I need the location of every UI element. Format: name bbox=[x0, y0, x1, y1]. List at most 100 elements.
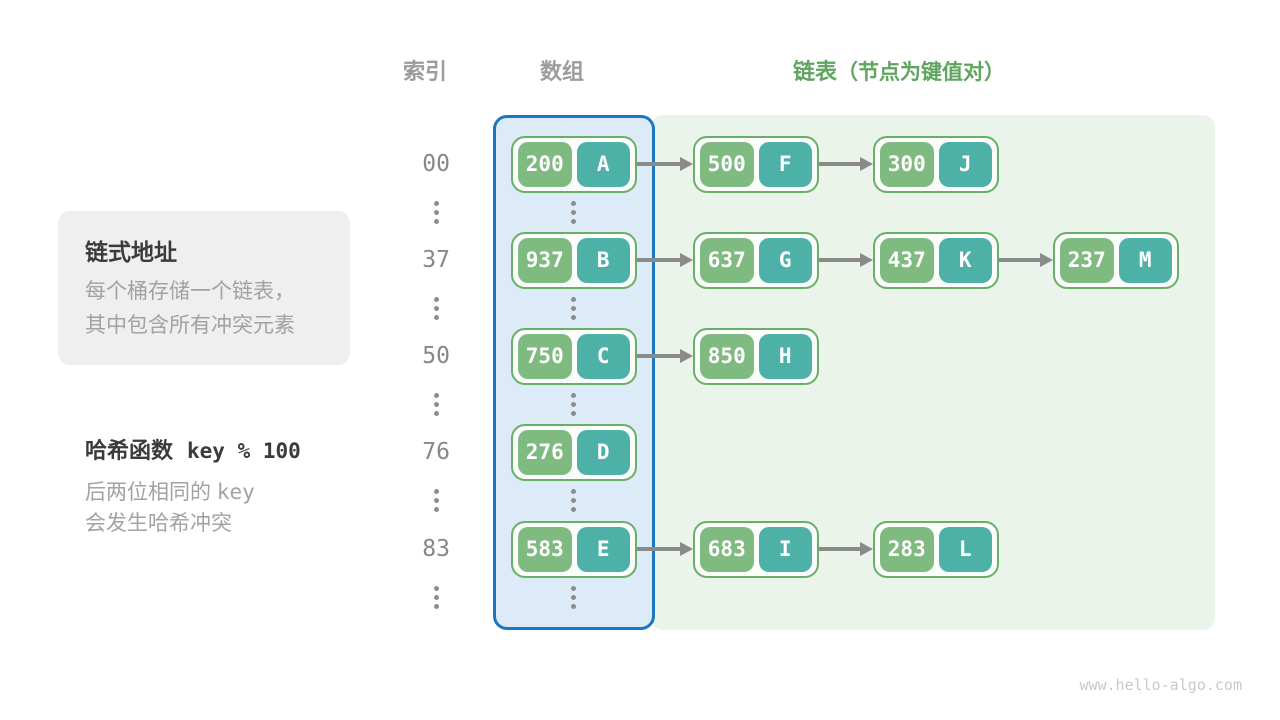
arrow-icon bbox=[999, 253, 1053, 267]
dot bbox=[570, 393, 576, 398]
value-cell: G bbox=[758, 237, 812, 283]
arrow-icon bbox=[819, 157, 873, 171]
dot bbox=[570, 297, 576, 302]
dot bbox=[433, 402, 439, 407]
arrow-head bbox=[860, 157, 873, 171]
dot bbox=[433, 489, 439, 494]
arrow-line bbox=[819, 547, 864, 551]
arrow-icon bbox=[819, 253, 873, 267]
arrow-icon bbox=[637, 157, 693, 171]
hash-note-line1-code: key bbox=[216, 480, 255, 504]
dot bbox=[433, 219, 439, 224]
key-cell: 437 bbox=[880, 237, 934, 283]
index-column-header: 索引 bbox=[403, 59, 448, 84]
arrow-head bbox=[680, 253, 693, 267]
row-index-label: 00 bbox=[422, 151, 450, 177]
hash-note-line2: 会发生哈希冲突 bbox=[85, 512, 232, 535]
value-cell: J bbox=[938, 141, 992, 187]
value-cell: C bbox=[576, 333, 630, 379]
value-cell: A bbox=[576, 141, 630, 187]
dot bbox=[433, 498, 439, 503]
arrow-icon bbox=[819, 542, 873, 556]
key-cell: 637 bbox=[700, 237, 754, 283]
ellipsis-icon bbox=[570, 586, 576, 609]
dot bbox=[570, 489, 576, 494]
key-cell: 500 bbox=[700, 141, 754, 187]
value-cell: M bbox=[1118, 237, 1172, 283]
dot bbox=[570, 507, 576, 512]
dot bbox=[570, 402, 576, 407]
hash-function-body: 后两位相同的 key 会发生哈希冲突 bbox=[85, 477, 301, 539]
ellipsis-icon bbox=[433, 297, 439, 320]
dot bbox=[570, 411, 576, 416]
ellipsis-icon bbox=[433, 586, 439, 609]
value-cell: H bbox=[758, 333, 812, 379]
chaining-note-title: 链式地址 bbox=[85, 239, 177, 265]
arrow-line bbox=[637, 258, 684, 262]
key-cell: 583 bbox=[518, 526, 572, 572]
dot bbox=[433, 604, 439, 609]
dot bbox=[433, 297, 439, 302]
arrow-line bbox=[999, 258, 1044, 262]
ellipsis-icon bbox=[433, 393, 439, 416]
ellipsis-icon bbox=[570, 297, 576, 320]
watermark: www.hello-algo.com bbox=[1079, 676, 1242, 694]
arrow-head bbox=[860, 542, 873, 556]
ellipsis-icon bbox=[570, 393, 576, 416]
dot bbox=[433, 315, 439, 320]
value-cell: D bbox=[576, 429, 630, 475]
key-cell: 937 bbox=[518, 237, 572, 283]
hash-note-line1: 后两位相同的 key bbox=[85, 477, 301, 508]
ellipsis-icon bbox=[433, 201, 439, 224]
ellipsis-icon bbox=[433, 489, 439, 512]
hash-function-label: 哈希函数 bbox=[85, 438, 174, 463]
key-cell: 850 bbox=[700, 333, 754, 379]
dot bbox=[433, 393, 439, 398]
dot bbox=[433, 595, 439, 600]
key-cell: 683 bbox=[700, 526, 754, 572]
arrow-line bbox=[819, 162, 864, 166]
key-cell: 300 bbox=[880, 141, 934, 187]
hash-function-code: key % 100 bbox=[187, 439, 301, 463]
chaining-note-line1: 每个桶存储一个链表， bbox=[85, 280, 295, 303]
arrow-icon bbox=[637, 349, 693, 363]
arrow-head bbox=[680, 349, 693, 363]
arrow-line bbox=[819, 258, 864, 262]
list-column-header: 链表（节点为键值对） bbox=[793, 54, 1005, 86]
value-cell: B bbox=[576, 237, 630, 283]
dot bbox=[570, 219, 576, 224]
dot bbox=[570, 586, 576, 591]
hash-note-line1-text: 后两位相同的 bbox=[85, 481, 211, 504]
array-column-header: 数组 bbox=[540, 59, 585, 84]
key-cell: 200 bbox=[518, 141, 572, 187]
ellipsis-icon bbox=[570, 489, 576, 512]
arrow-line bbox=[637, 354, 684, 358]
dot bbox=[570, 315, 576, 320]
arrow-line bbox=[637, 162, 684, 166]
dot bbox=[570, 201, 576, 206]
key-cell: 283 bbox=[880, 526, 934, 572]
dot bbox=[433, 586, 439, 591]
row-index-label: 50 bbox=[422, 343, 450, 369]
chaining-note-box: 链式地址 每个桶存储一个链表， 其中包含所有冲突元素 bbox=[58, 211, 350, 365]
dot bbox=[570, 210, 576, 215]
ellipsis-icon bbox=[570, 201, 576, 224]
dot bbox=[433, 210, 439, 215]
list-header-note: （节点为键值对） bbox=[837, 61, 1006, 84]
dot bbox=[570, 604, 576, 609]
arrow-icon bbox=[637, 542, 693, 556]
dot bbox=[570, 306, 576, 311]
value-cell: L bbox=[938, 526, 992, 572]
arrow-head bbox=[680, 157, 693, 171]
